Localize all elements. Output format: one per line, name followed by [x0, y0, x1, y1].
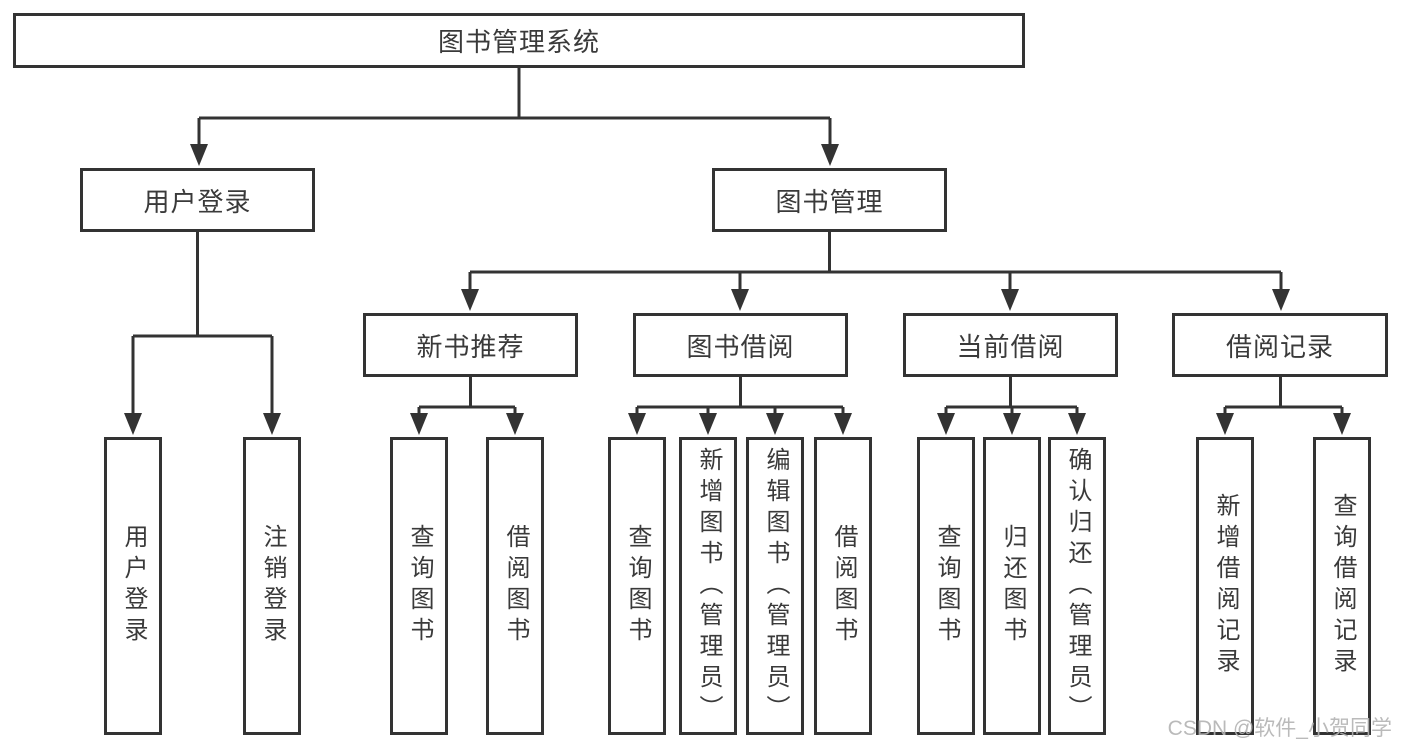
node-book-borrowing: 图书借阅	[633, 313, 848, 377]
leaf-add-borrow-record: 新增借阅记录	[1196, 437, 1254, 735]
leaf-return-books: 归还图书	[983, 437, 1041, 735]
leaf-query-borrow-record: 查询借阅记录	[1313, 437, 1371, 735]
leaf-confirm-return-admin: 确认归还（管理员）	[1048, 437, 1106, 735]
leaf-borrow-books: 借阅图书	[814, 437, 872, 735]
leaf-user-login: 用户登录	[104, 437, 162, 735]
csdn-watermark: CSDN @软件_小贺同学	[1167, 717, 1392, 740]
leaf-add-books-admin: 新增图书（管理员）	[679, 437, 737, 735]
leaf-query-books-current: 查询图书	[917, 437, 975, 735]
leaf-borrow-books-recommend: 借阅图书	[486, 437, 544, 735]
node-user-login: 用户登录	[80, 168, 315, 232]
leaf-query-books-recommend: 查询图书	[390, 437, 448, 735]
node-borrowing-records: 借阅记录	[1172, 313, 1388, 377]
leaf-query-books-borrow: 查询图书	[608, 437, 666, 735]
node-library-management-system: 图书管理系统	[13, 13, 1025, 68]
leaf-edit-books-admin: 编辑图书（管理员）	[746, 437, 804, 735]
node-new-book-recommendation: 新书推荐	[363, 313, 578, 377]
node-current-borrowing: 当前借阅	[903, 313, 1118, 377]
arrowheads	[124, 144, 1351, 435]
leaf-logout: 注销登录	[243, 437, 301, 735]
node-book-management: 图书管理	[712, 168, 947, 232]
